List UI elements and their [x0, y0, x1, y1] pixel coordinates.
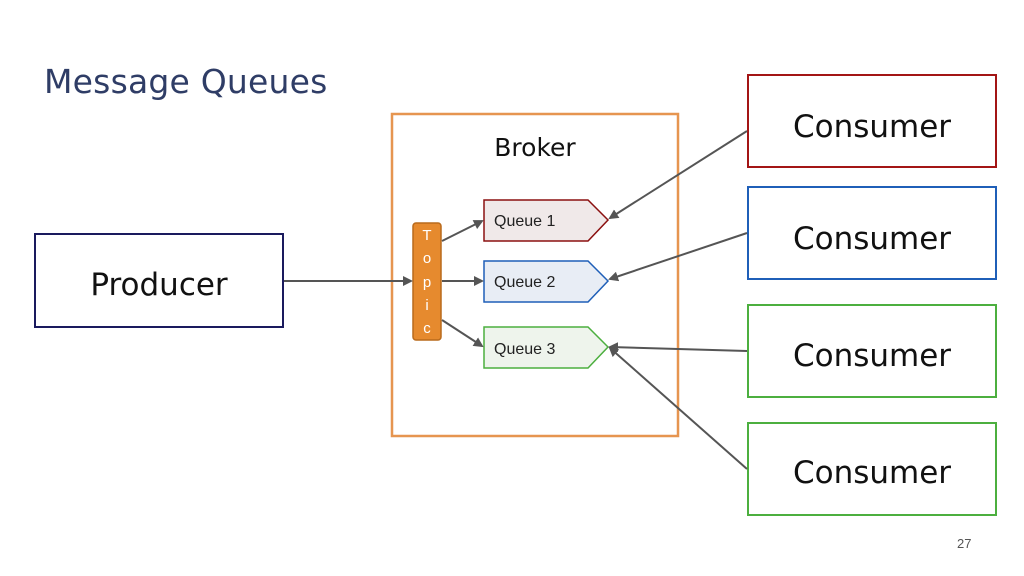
- topic-letter-t: T: [422, 227, 431, 244]
- queue-2-shape: [483, 260, 610, 303]
- topic-letter-c: c: [423, 320, 431, 337]
- queue-1-shape: [483, 199, 610, 242]
- topic-to-queue-3-arrow: [441, 319, 484, 348]
- topic-letter-i: i: [425, 297, 428, 314]
- consumer-4-to-queue-3-arrow: [608, 346, 748, 470]
- consumer-1-box: [747, 74, 997, 168]
- topic-box: [412, 222, 442, 341]
- page-number: 27: [957, 536, 972, 551]
- consumer-3-to-queue-3-arrow: [608, 342, 748, 353]
- producer-box: [34, 233, 284, 328]
- consumer-1-to-queue-1-arrow: [608, 130, 748, 220]
- consumer-3-box: [747, 304, 997, 398]
- queue-1-label: Queue 1: [494, 213, 555, 230]
- consumer-2-box: [747, 186, 997, 280]
- consumer-2-label: Consumer: [793, 221, 951, 257]
- consumer-3-label: Consumer: [793, 338, 951, 374]
- producer-label: Producer: [90, 267, 228, 303]
- consumer-4-label: Consumer: [793, 455, 951, 491]
- consumer-4-box: [747, 422, 997, 516]
- topic-letter-p: p: [423, 274, 431, 291]
- broker-label: Broker: [494, 133, 576, 162]
- topic-to-queue-1-arrow: [441, 220, 484, 242]
- queue-2-label: Queue 2: [494, 274, 555, 291]
- queue-3-shape: [483, 326, 610, 369]
- consumer-1-label: Consumer: [793, 109, 951, 145]
- topic-letter-o: o: [423, 250, 431, 267]
- consumer-2-to-queue-2-arrow: [608, 232, 748, 282]
- slide-title: Message Queues: [44, 62, 328, 101]
- queue-3-label: Queue 3: [494, 341, 555, 358]
